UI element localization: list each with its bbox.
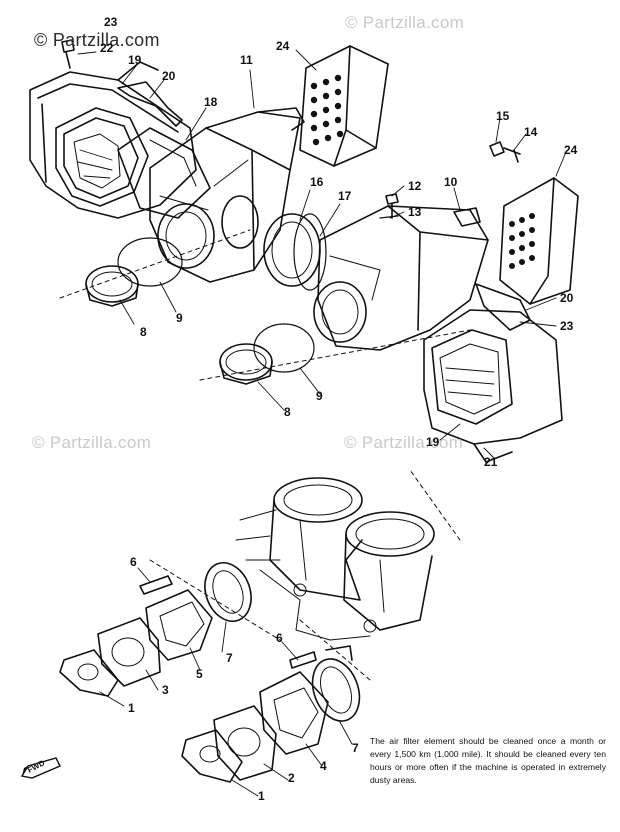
callout-label: 16 <box>310 175 324 189</box>
bolt-12 <box>385 193 399 219</box>
callout-label: 12 <box>408 179 422 193</box>
bracket-10 <box>453 207 481 227</box>
left-intake-stack <box>59 562 252 697</box>
filter-element-top-holes <box>310 74 344 146</box>
grommet-15 <box>489 141 505 157</box>
intake-tube <box>117 127 211 219</box>
callout-label: 6 <box>276 631 283 645</box>
callout-label: 9 <box>316 389 323 403</box>
joint-clamp <box>293 213 327 291</box>
callout-label: 15 <box>496 109 510 123</box>
callout-label: 5 <box>196 667 203 681</box>
callout-label: 23 <box>104 15 118 29</box>
right-bracket <box>475 283 531 331</box>
callout-label: 11 <box>240 53 253 67</box>
callout-label: 4 <box>320 759 327 773</box>
watermark-mid-left: © Partzilla.com <box>32 433 152 452</box>
right-filter-case <box>423 309 563 463</box>
callout-label: 2 <box>288 771 295 785</box>
callout-label: 1 <box>258 789 265 803</box>
filter-element-right <box>499 177 579 305</box>
callout-label: 1 <box>128 701 135 715</box>
right-intake-stack <box>181 645 361 783</box>
callout-label: 23 <box>560 319 574 333</box>
callout-label: 20 <box>560 291 574 305</box>
right-airbox <box>313 205 489 351</box>
carburetor-assembly <box>235 477 435 641</box>
callout-label: 13 <box>408 205 422 219</box>
callout-label: 6 <box>130 555 137 569</box>
callout-label: 21 <box>484 455 498 469</box>
left-bracket <box>117 81 183 127</box>
callout-label: 9 <box>176 311 183 325</box>
guide-lines <box>59 229 471 681</box>
callout-label: 10 <box>444 175 458 189</box>
callout-label: 19 <box>426 435 440 449</box>
right-rings <box>219 323 315 385</box>
watermark-top-right: © Partzilla.com <box>345 13 465 32</box>
maintenance-note: The air filter element should be cleaned… <box>370 736 606 786</box>
center-airbox <box>149 107 305 283</box>
fwd-arrow-icon <box>20 757 61 779</box>
callout-label: 14 <box>524 125 538 139</box>
left-rings <box>85 237 183 307</box>
callout-label: 7 <box>352 741 359 755</box>
filter-element-right-holes <box>509 213 535 269</box>
callout-label: 24 <box>276 39 290 53</box>
left-filter-case <box>29 61 197 219</box>
bolt-14 <box>503 147 521 163</box>
callout-label: 8 <box>140 325 147 339</box>
filter-element-top <box>299 45 389 167</box>
callout-label: 3 <box>162 683 169 697</box>
callout-label: 18 <box>204 95 218 109</box>
callout-label: 17 <box>338 189 352 203</box>
callout-label: 7 <box>226 651 233 665</box>
watermark-mid-right: © Partzilla.com <box>344 433 464 452</box>
leader-lines <box>77 49 567 797</box>
callout-label: 20 <box>162 69 176 83</box>
watermark-brand: © Partzilla.com <box>34 30 160 50</box>
washer-13 <box>379 215 399 219</box>
callout-label: 22 <box>100 41 114 55</box>
top-left-bolt <box>61 39 75 69</box>
callout-label: 8 <box>284 405 291 419</box>
callout-label: 24 <box>564 143 578 157</box>
callout-label: 19 <box>128 53 142 67</box>
